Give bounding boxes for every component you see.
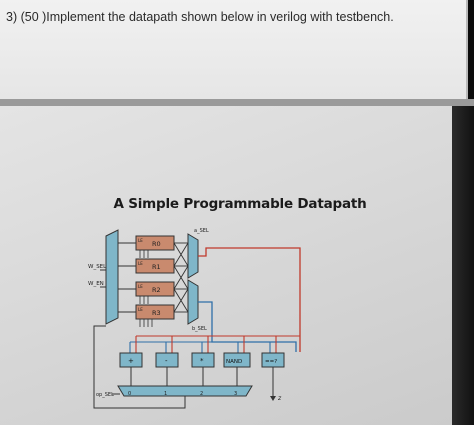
write-select-label: W_SEL [88, 264, 107, 270]
register-r2-enable: LE [138, 284, 143, 289]
mux-input-1: 1 [164, 391, 167, 397]
top-select-label: a_SEL [194, 228, 209, 234]
register-r0-enable: LE [138, 238, 143, 243]
unit-output-wires [130, 367, 238, 386]
compare-output-arrow [270, 396, 276, 401]
question-text: 3) (50 )Implement the datapath shown bel… [6, 10, 394, 24]
register-r1-label: R1 [152, 263, 161, 271]
op-select-mux [117, 385, 253, 397]
register-r1-enable: LE [138, 261, 143, 266]
register-r2-label: R2 [152, 286, 161, 294]
op-select-label: op_SEL [96, 392, 114, 398]
unit-nand-label: NAND [226, 359, 242, 365]
unit-subtract: - [155, 352, 179, 368]
unit-nand: NAND [223, 352, 251, 368]
write-demux [105, 229, 119, 325]
bus-b-blue [198, 301, 297, 352]
mux-input-2: 2 [200, 391, 203, 397]
mux-input-0: 0 [128, 391, 131, 397]
register-r3-enable: LE [138, 307, 143, 312]
unit-multiply: * [191, 352, 215, 368]
read-mux-a [187, 233, 199, 279]
writeback-feedback-wire [93, 325, 186, 409]
diagram-title: A Simple Programmable Datapath [113, 196, 367, 212]
operand-b-distribution [129, 341, 296, 353]
unit-compare: ==? [261, 352, 285, 368]
read-mux-b [187, 279, 199, 325]
write-enable-label: W_EN [88, 281, 104, 287]
bus-a-red [198, 247, 301, 352]
figure-edge-shadow [452, 106, 474, 425]
unit-compare-label: ==? [265, 359, 277, 365]
register-r3-label: R3 [152, 309, 161, 317]
unit-add-label: + [128, 357, 134, 365]
register-bus-ticks [139, 250, 153, 327]
register-r3: R3 LE [135, 304, 175, 320]
output-z-label: z [277, 395, 282, 402]
divider-strip [0, 99, 474, 106]
unit-add: + [119, 352, 143, 368]
figure-card [0, 106, 452, 425]
register-crossbar [173, 242, 189, 313]
register-r2: R2 LE [135, 281, 175, 297]
bottom-select-label: b_SEL [192, 326, 207, 332]
unit-subtract-label: - [165, 357, 168, 365]
demux-to-register-wires [118, 242, 136, 313]
question-card: 3) (50 )Implement the datapath shown bel… [0, 0, 468, 99]
unit-multiply-label: * [200, 357, 204, 365]
operand-a-distribution [135, 335, 300, 353]
register-r0-label: R0 [152, 240, 161, 248]
register-r1: R1 LE [135, 258, 175, 274]
register-r0: R0 LE [135, 235, 175, 251]
mux-input-3: 3 [234, 391, 237, 397]
